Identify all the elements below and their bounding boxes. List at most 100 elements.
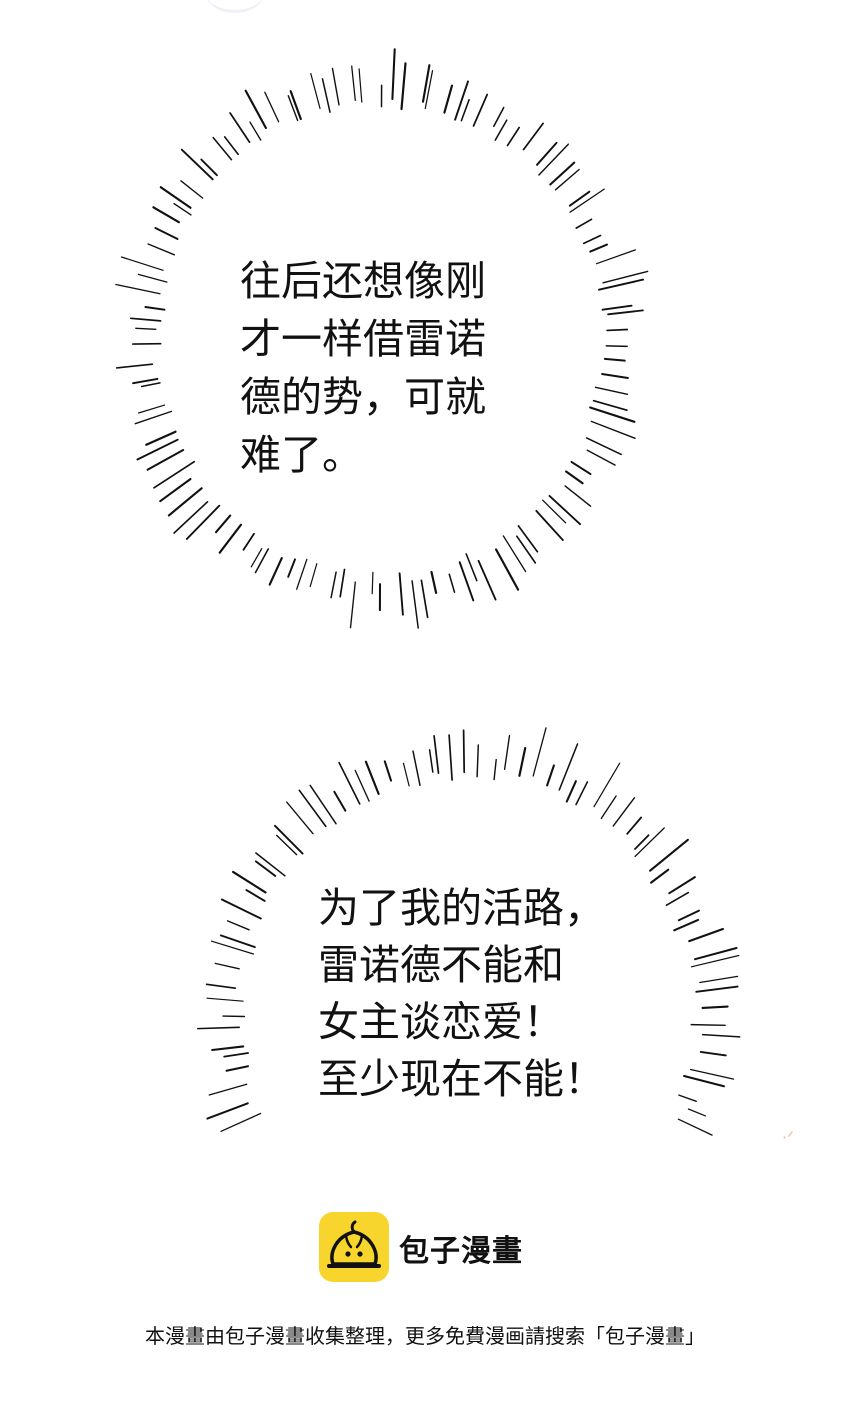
burst-line [219, 934, 256, 949]
burst-line [145, 430, 177, 446]
burst-line [493, 758, 497, 781]
bubble-line: 为了我的活路， [318, 884, 605, 932]
burst-line [493, 106, 505, 128]
burst-line [250, 548, 263, 568]
source-notice: 本漫畫由包子漫畫收集整理，更多免費漫画請搜索「包子漫畫」 [145, 1324, 705, 1348]
burst-line [472, 93, 489, 127]
burst-line [634, 827, 665, 858]
burst-line [137, 404, 166, 414]
burst-line [443, 84, 454, 114]
burst-line [448, 734, 453, 781]
burst-line [287, 558, 296, 578]
burst-line [354, 769, 370, 802]
burst-line [515, 535, 537, 564]
burst-line [502, 535, 527, 573]
burst-line [549, 161, 576, 186]
burst-line [606, 328, 629, 332]
burst-line [626, 816, 643, 835]
burst-line [460, 98, 470, 122]
burst-line [677, 909, 700, 922]
burst-line [546, 764, 555, 787]
burst-line [296, 558, 308, 590]
burst-line [309, 563, 318, 588]
burst-line [433, 735, 440, 774]
burst-line [321, 78, 331, 113]
burst-line [589, 243, 608, 253]
burst-line [683, 1074, 725, 1088]
bubble-line: 才一样借雷诺 [240, 315, 486, 363]
burst-line [391, 48, 396, 101]
bubble-line: 难了。 [240, 431, 363, 479]
burst-line [173, 500, 209, 534]
comic-panel-1: 往后还想像刚 才一样借雷诺 德的势，可就 难了。 [0, 0, 850, 660]
thought-bubble-2-text: 为了我的活路， 雷诺德不能和 女主谈恋爱！ 至少现在不能！ [318, 880, 605, 1108]
burst-line [649, 838, 689, 872]
burst-line [289, 90, 302, 121]
burst-line [536, 141, 558, 166]
burst-line [476, 744, 480, 778]
burst-line [180, 180, 204, 199]
burst-line [268, 557, 283, 586]
burst-line [494, 119, 508, 141]
burst-line [349, 581, 356, 629]
burst-line [585, 437, 622, 456]
emphasis-burst-2 [197, 727, 741, 1136]
burst-line [167, 487, 203, 517]
burst-line [226, 920, 250, 931]
burst-line [331, 67, 340, 106]
emphasis-burst-1 [115, 48, 649, 629]
burst-line [594, 386, 629, 396]
burst-line [159, 477, 192, 503]
burst-line [701, 1033, 741, 1038]
burst-line [518, 747, 527, 777]
burst-line [586, 449, 616, 466]
burst-line [503, 734, 511, 770]
burst-line [147, 243, 176, 256]
burst-line [358, 68, 363, 103]
burst-line [687, 1108, 707, 1117]
burst-line [677, 1118, 713, 1136]
burst-line [477, 559, 497, 601]
burst-line [532, 727, 547, 777]
burst-line [255, 852, 286, 877]
burst-line [339, 568, 346, 598]
burst-line [309, 784, 337, 825]
burst-line [522, 122, 544, 151]
burst-line [200, 158, 218, 177]
burst-line [205, 983, 237, 990]
burst-line [214, 962, 240, 970]
burst-line [589, 406, 636, 423]
decorative-speck: ·ᐟ [782, 1128, 794, 1147]
burst-line [701, 1005, 729, 1009]
burst-line [338, 761, 361, 805]
burst-line [428, 749, 434, 773]
burst-line [206, 1102, 249, 1120]
burst-line [229, 112, 251, 143]
burst-line [593, 762, 621, 808]
burst-line [454, 80, 469, 121]
burst-line [695, 985, 739, 993]
burst-line [694, 947, 738, 961]
burst-line [276, 834, 298, 856]
burst-line [595, 249, 636, 265]
burst-line [634, 834, 650, 850]
burst-line [208, 1083, 248, 1096]
burst-line [650, 868, 670, 884]
burst-line [548, 494, 582, 526]
burst-line [430, 570, 438, 594]
bubble-line: 女主谈恋爱！ [318, 998, 564, 1046]
burst-line [137, 273, 168, 283]
burst-line [383, 760, 393, 782]
burst-line [462, 729, 466, 774]
burst-line [180, 148, 214, 181]
burst-line [598, 278, 645, 291]
burst-line [249, 121, 262, 141]
burst-line [129, 317, 162, 322]
burst-line [371, 571, 374, 595]
bubble-line: 德的势，可就 [240, 373, 486, 421]
burst-line [232, 870, 267, 894]
burst-line [223, 136, 239, 156]
burst-line [330, 571, 337, 599]
burst-line [120, 256, 164, 271]
burst-line [699, 1050, 727, 1057]
